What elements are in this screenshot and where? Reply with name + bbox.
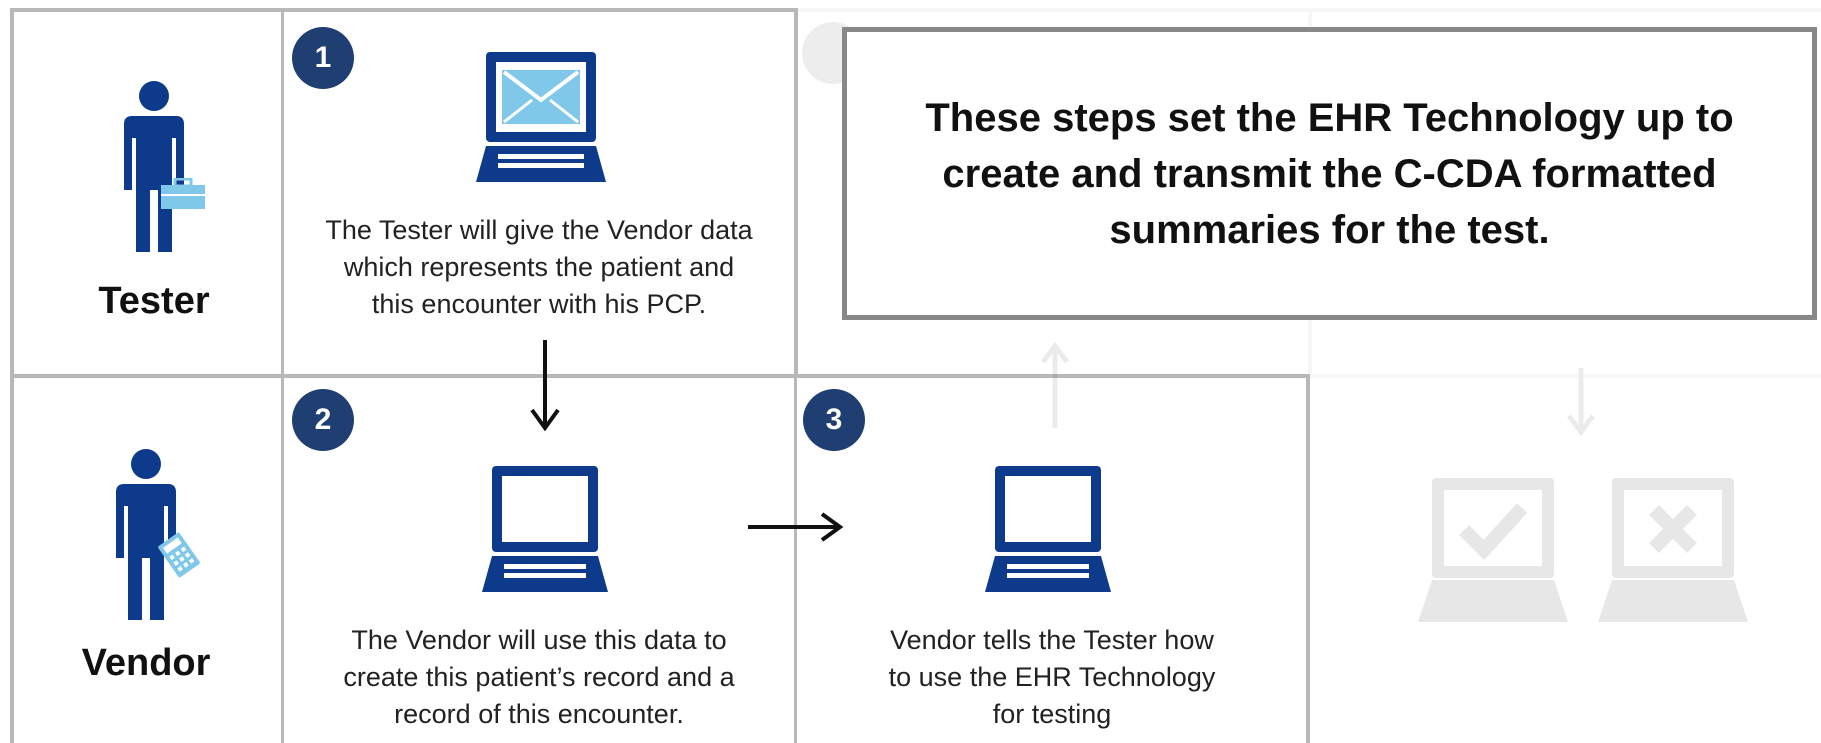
step-2-text: The Vendor will use this data to create … bbox=[284, 622, 794, 733]
laptop-mail-icon bbox=[476, 52, 606, 182]
grid-col2 bbox=[794, 8, 798, 378]
step-2-badge: 2 bbox=[292, 389, 354, 451]
step-1-badge: 1 bbox=[292, 27, 354, 89]
step-3-line-2: to use the EHR Technology bbox=[888, 662, 1216, 692]
briefcase-icon bbox=[161, 178, 205, 209]
check-laptop-icon bbox=[1418, 478, 1568, 622]
step-3-line-1: Vendor tells the Tester how bbox=[890, 625, 1214, 655]
vendor-person-icon bbox=[116, 449, 176, 620]
step-3-line-3: for testing bbox=[992, 699, 1112, 729]
step-2-line-2: create this patient’s record and a bbox=[343, 662, 735, 692]
down-arrow-icon bbox=[530, 340, 560, 432]
grid-col3 bbox=[794, 374, 797, 743]
faded-grid-row bbox=[1310, 374, 1821, 378]
faded-up-arrow-icon bbox=[1041, 341, 1069, 428]
step-1-line-1: The Tester will give the Vendor data bbox=[325, 215, 753, 245]
tester-person-icon bbox=[124, 81, 184, 252]
step-2-line-3: record of this encounter. bbox=[394, 699, 684, 729]
x-laptop-icon bbox=[1598, 478, 1748, 622]
vendor-role-label: Vendor bbox=[81, 642, 211, 684]
grid-col4 bbox=[1306, 374, 1310, 743]
step-1-line-3: this encounter with his PCP. bbox=[371, 289, 707, 319]
callout-text: These steps set the EHR Technology up to… bbox=[925, 95, 1734, 252]
right-arrow-icon bbox=[748, 512, 844, 542]
calculator-icon bbox=[158, 532, 200, 578]
grid-row bbox=[10, 374, 1310, 378]
faded-down-arrow-icon bbox=[1567, 368, 1595, 437]
laptop-icon bbox=[985, 466, 1111, 592]
step-3-badge: 3 bbox=[803, 389, 865, 451]
faded-grid-top bbox=[798, 8, 1821, 12]
tester-role-label: Tester bbox=[98, 280, 210, 322]
laptop-icon bbox=[482, 466, 608, 592]
grid-top bbox=[10, 8, 798, 12]
step-3-text: Vendor tells the Tester how to use the E… bbox=[797, 622, 1307, 733]
step-1-text: The Tester will give the Vendor data whi… bbox=[284, 212, 794, 323]
callout-box: These steps set the EHR Technology up to… bbox=[842, 27, 1817, 320]
step-2-line-1: The Vendor will use this data to bbox=[351, 625, 727, 655]
step-1-line-2: which represents the patient and bbox=[343, 252, 735, 282]
